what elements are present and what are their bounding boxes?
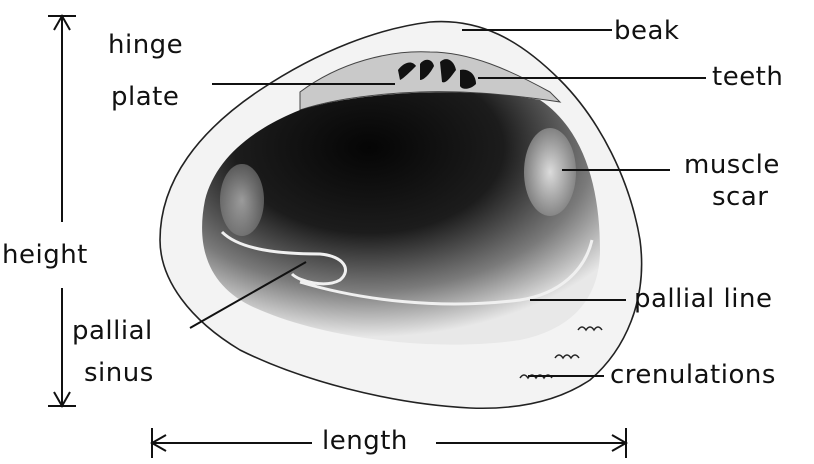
muscle-scar-shape [524,128,576,216]
pallial-sinus-label-line2: sinus [84,358,154,388]
height-arrow [48,16,76,406]
shell-interior [202,92,600,344]
hinge-label-line1: hinge [108,30,183,60]
anterior-scar-shape [220,164,264,236]
muscle-label-line2: scar [712,182,768,212]
hinge-label-line2: plate [111,82,179,112]
length-label: length [322,426,408,456]
pallial-sinus-label-line1: pallial [72,316,153,346]
muscle-label-line1: muscle [684,150,780,180]
pallial-line-label: pallial line [634,284,772,314]
height-label: height [2,240,88,270]
teeth-label: teeth [712,62,783,92]
crenulations-label: crenulations [610,360,776,390]
beak-label: beak [614,16,680,46]
